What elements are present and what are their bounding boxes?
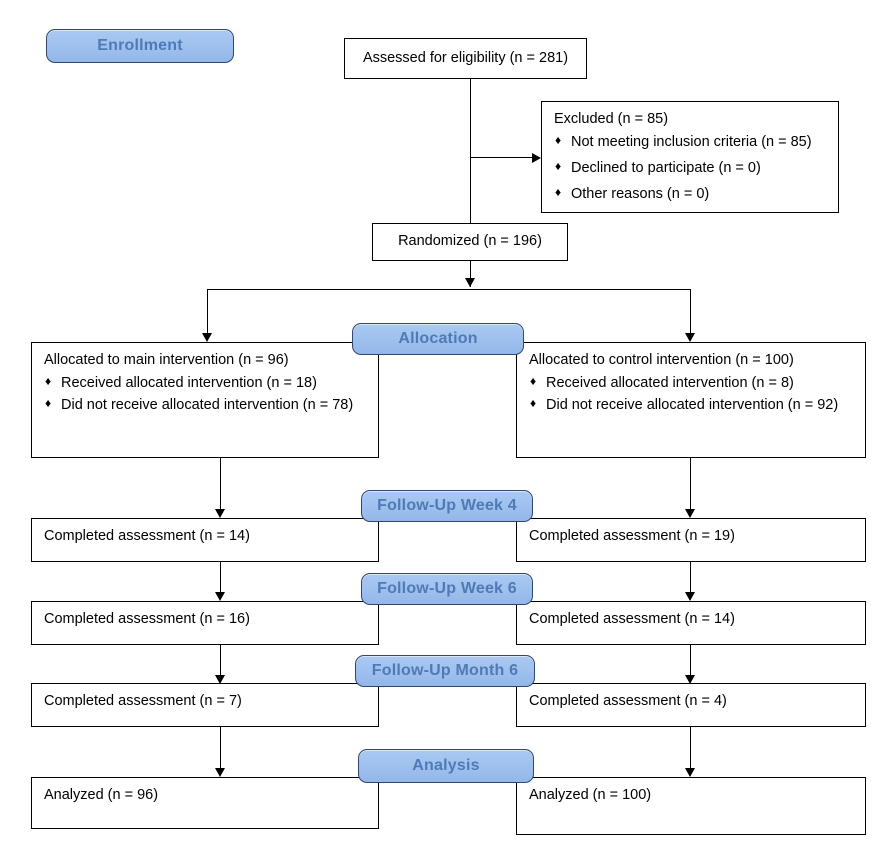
arrowhead-right-analysis	[685, 768, 695, 777]
list-item: ♦ Declined to participate (n = 0)	[554, 158, 828, 179]
arrowhead-left-fum6	[215, 675, 225, 684]
box-analysis-right: Analyzed (n = 100)	[516, 777, 866, 835]
connector-allocation-split-bar	[207, 289, 690, 290]
list-item: ♦ Other reasons (n = 0)	[554, 184, 828, 205]
excluded-title: Excluded (n = 85)	[554, 111, 669, 127]
followup-week-6-right-text: Completed assessment (n = 14)	[529, 611, 735, 627]
arrowhead-left-analysis	[215, 768, 225, 777]
allocation-left-item-text: Received allocated intervention (n = 18)	[61, 375, 317, 392]
arrowhead-left-fu6	[215, 592, 225, 601]
allocation-left-item-text: Did not receive allocated intervention (…	[61, 397, 354, 414]
followup-week-4-right-text: Completed assessment (n = 19)	[529, 528, 735, 544]
box-followup-week-4-right: Completed assessment (n = 19)	[516, 518, 866, 562]
phase-label-followup-week-4-text: Follow-Up Week 4	[377, 497, 517, 514]
phase-label-allocation: Allocation	[352, 323, 524, 355]
phase-label-allocation-text: Allocation	[398, 330, 478, 347]
box-randomized: Randomized (n = 196)	[372, 223, 568, 261]
allocation-right-title: Allocated to control intervention (n = 1…	[529, 352, 794, 368]
phase-label-followup-month-6: Follow-Up Month 6	[355, 655, 535, 687]
followup-month-6-right-text: Completed assessment (n = 4)	[529, 693, 727, 709]
arrowhead-right-fum6	[685, 675, 695, 684]
diamond-bullet-icon: ♦	[530, 396, 537, 411]
connector-split-left-drop	[207, 289, 208, 334]
box-followup-week-6-left: Completed assessment (n = 16)	[31, 601, 379, 645]
diamond-bullet-icon: ♦	[45, 396, 52, 411]
assessed-for-eligibility-text: Assessed for eligibility (n = 281)	[362, 49, 569, 66]
connector-assessed-to-excluded	[470, 157, 532, 158]
allocation-right-item-text: Did not receive allocated intervention (…	[546, 397, 839, 414]
diamond-bullet-icon: ♦	[555, 159, 562, 174]
excluded-reason-text: Not meeting inclusion criteria (n = 85)	[571, 134, 812, 151]
analysis-right-text: Analyzed (n = 100)	[529, 787, 652, 803]
phase-label-followup-week-6-text: Follow-Up Week 6	[377, 580, 517, 597]
phase-label-enrollment-text: Enrollment	[97, 37, 183, 54]
diamond-bullet-icon: ♦	[530, 374, 537, 389]
followup-week-4-left-text: Completed assessment (n = 14)	[44, 528, 250, 544]
box-excluded: Excluded (n = 85) ♦ Not meeting inclusion…	[541, 101, 839, 213]
allocation-left-title: Allocated to main intervention (n = 96)	[44, 352, 289, 368]
box-followup-week-6-right: Completed assessment (n = 14)	[516, 601, 866, 645]
connector-split-right-drop	[690, 289, 691, 334]
arrowhead-randomized-stem	[465, 278, 475, 287]
box-allocation-left: Allocated to main intervention (n = 96) …	[31, 342, 379, 458]
excluded-reason-text: Declined to participate (n = 0)	[571, 160, 761, 177]
box-assessed-for-eligibility: Assessed for eligibility (n = 281)	[344, 38, 587, 79]
list-item: ♦ Did not receive allocated intervention …	[44, 395, 368, 416]
box-allocation-right: Allocated to control intervention (n = 1…	[516, 342, 866, 458]
connector-assessed-to-randomized	[470, 79, 471, 223]
connector-right-fu4-to-fu6	[690, 562, 691, 594]
followup-month-6-left-text: Completed assessment (n = 7)	[44, 693, 242, 709]
allocation-left-list: ♦ Received allocated intervention (n = 18…	[44, 373, 368, 416]
allocation-right-item-text: Received allocated intervention (n = 8)	[546, 375, 794, 392]
connector-randomized-stem	[470, 261, 471, 287]
connector-left-fum6-to-analysis	[220, 727, 221, 770]
excluded-reason-list: ♦ Not meeting inclusion criteria (n = 85)…	[554, 132, 828, 205]
arrowhead-to-allocation-left	[202, 333, 212, 342]
connector-right-fu6-to-fum6	[690, 645, 691, 677]
analysis-left-text: Analyzed (n = 96)	[44, 787, 159, 803]
phase-label-followup-month-6-text: Follow-Up Month 6	[371, 662, 519, 679]
diamond-bullet-icon: ♦	[45, 374, 52, 389]
randomized-text: Randomized (n = 196)	[398, 233, 542, 250]
list-item: ♦ Received allocated intervention (n = 8)	[529, 373, 855, 394]
arrowhead-right-fu4	[685, 509, 695, 518]
connector-right-alloc-to-fu4	[690, 458, 691, 511]
arrowhead-to-excluded	[532, 153, 541, 163]
followup-week-6-left-text: Completed assessment (n = 16)	[44, 611, 250, 627]
phase-label-enrollment: Enrollment	[46, 29, 234, 63]
excluded-reason-text: Other reasons (n = 0)	[571, 186, 710, 203]
connector-left-fu4-to-fu6	[220, 562, 221, 594]
connector-left-fu6-to-fum6	[220, 645, 221, 677]
arrowhead-right-fu6	[685, 592, 695, 601]
phase-label-analysis-text: Analysis	[412, 757, 480, 774]
box-followup-month-6-right: Completed assessment (n = 4)	[516, 683, 866, 727]
phase-label-followup-week-4: Follow-Up Week 4	[361, 490, 533, 522]
phase-label-followup-week-6: Follow-Up Week 6	[361, 573, 533, 605]
phase-label-analysis: Analysis	[358, 749, 534, 783]
box-analysis-left: Analyzed (n = 96)	[31, 777, 379, 829]
connector-left-alloc-to-fu4	[220, 458, 221, 511]
box-followup-month-6-left: Completed assessment (n = 7)	[31, 683, 379, 727]
diamond-bullet-icon: ♦	[555, 133, 562, 148]
box-followup-week-4-left: Completed assessment (n = 14)	[31, 518, 379, 562]
connector-right-fum6-to-analysis	[690, 727, 691, 770]
list-item: ♦ Received allocated intervention (n = 18…	[44, 373, 368, 394]
arrowhead-left-fu4	[215, 509, 225, 518]
diamond-bullet-icon: ♦	[555, 185, 562, 200]
list-item: ♦ Not meeting inclusion criteria (n = 85)	[554, 132, 828, 153]
arrowhead-to-allocation-right	[685, 333, 695, 342]
allocation-right-list: ♦ Received allocated intervention (n = 8)…	[529, 373, 855, 416]
list-item: ♦ Did not receive allocated intervention …	[529, 395, 855, 416]
